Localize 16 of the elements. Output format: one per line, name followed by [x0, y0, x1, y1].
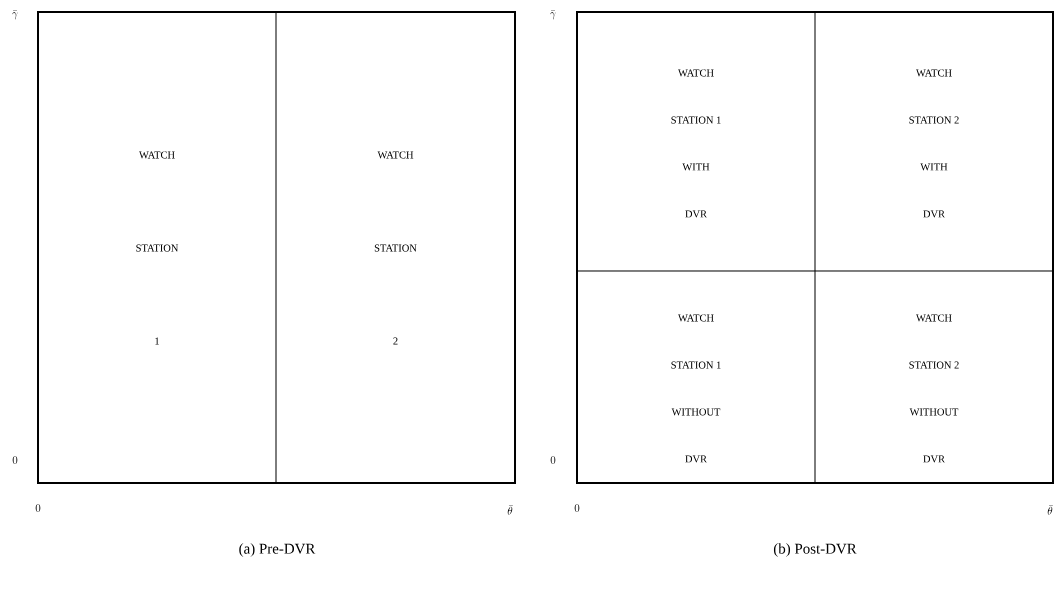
- grid-cell: WATCH STATION 1 WITH DVR: [576, 11, 816, 272]
- caption: (b) Post-DVR: [773, 543, 857, 557]
- grid-cell: WATCH STATION 2 WITH DVR: [814, 11, 1054, 272]
- grid-cell: WATCH STATION 2 WITHOUT DVR: [814, 270, 1054, 484]
- axis-label: $\bar{\theta}$: [507, 505, 513, 515]
- axis-label: $0$: [35, 504, 41, 512]
- caption: (a) Pre-DVR: [239, 543, 316, 557]
- grid-cell: WATCH STATION 2: [275, 11, 516, 484]
- axis-label: $\bar{\gamma}$: [550, 10, 556, 20]
- axis-label: $0$: [550, 456, 556, 464]
- axis-label: $\bar{\gamma}$: [12, 10, 18, 20]
- axis-label: $0$: [12, 456, 18, 464]
- grid-cell: WATCH STATION 1: [37, 11, 277, 484]
- axis-label: $\bar{\theta}$: [1047, 505, 1053, 515]
- axis-label: $0$: [574, 504, 580, 512]
- grid-cell: WATCH STATION 1 WITHOUT DVR: [576, 270, 816, 484]
